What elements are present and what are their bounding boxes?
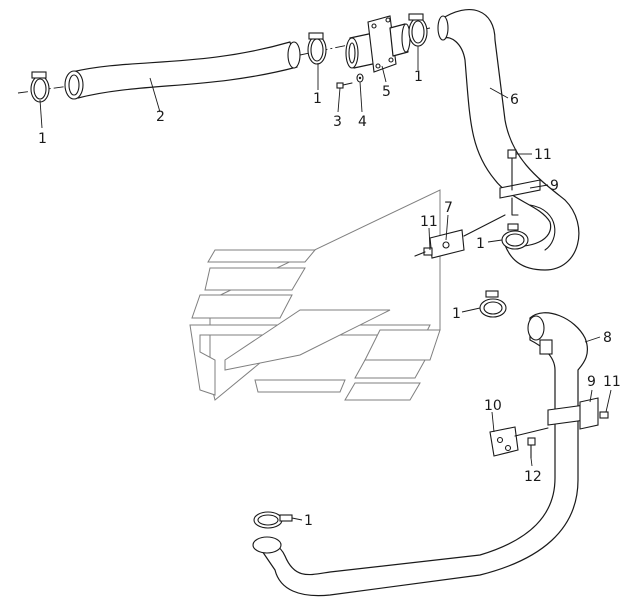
hose-clamp-bottom [253, 511, 293, 529]
hose-clamp-left [30, 71, 50, 103]
callout-1: 1 [414, 69, 423, 85]
callout-10: 10 [484, 398, 502, 414]
callout-12: 12 [524, 469, 542, 485]
callout-labels: 1 2 1 3 4 5 1 6 11 9 11 7 1 1 8 9 11 10 … [38, 69, 621, 529]
callout-11: 11 [534, 147, 552, 163]
callout-5: 5 [382, 84, 391, 100]
hose-2 [64, 41, 301, 100]
callout-11: 11 [603, 374, 621, 390]
callout-9: 9 [587, 374, 596, 390]
bracket-10 [489, 426, 549, 459]
callout-11: 11 [420, 214, 438, 230]
bracket-lower [547, 397, 609, 430]
hose-clamp-top [408, 13, 428, 47]
callout-8: 8 [603, 330, 612, 346]
hose-clamp-bend [501, 223, 529, 250]
bracket-top [499, 149, 541, 216]
callout-1: 1 [38, 131, 47, 147]
hose-clamp-pipe8 [479, 290, 507, 318]
exhaust-pipe-6 [437, 9, 580, 271]
callout-1: 1 [476, 236, 485, 252]
flange-adaptor [345, 15, 411, 73]
callout-2: 2 [156, 109, 165, 125]
hose-clamp-mid [307, 32, 327, 65]
bracket-7 [414, 214, 506, 259]
callout-4: 4 [358, 114, 367, 130]
callout-1: 1 [304, 513, 313, 529]
leader-lines [39, 46, 612, 521]
callout-1: 1 [452, 306, 461, 322]
callout-9: 9 [550, 178, 559, 194]
callout-1: 1 [313, 91, 322, 107]
watermark-logo [189, 189, 441, 401]
callout-7: 7 [444, 200, 453, 216]
callout-6: 6 [510, 92, 519, 108]
bolt-and-washer [336, 73, 364, 89]
exhaust-pipe-8 [252, 312, 589, 597]
callout-3: 3 [333, 114, 342, 130]
